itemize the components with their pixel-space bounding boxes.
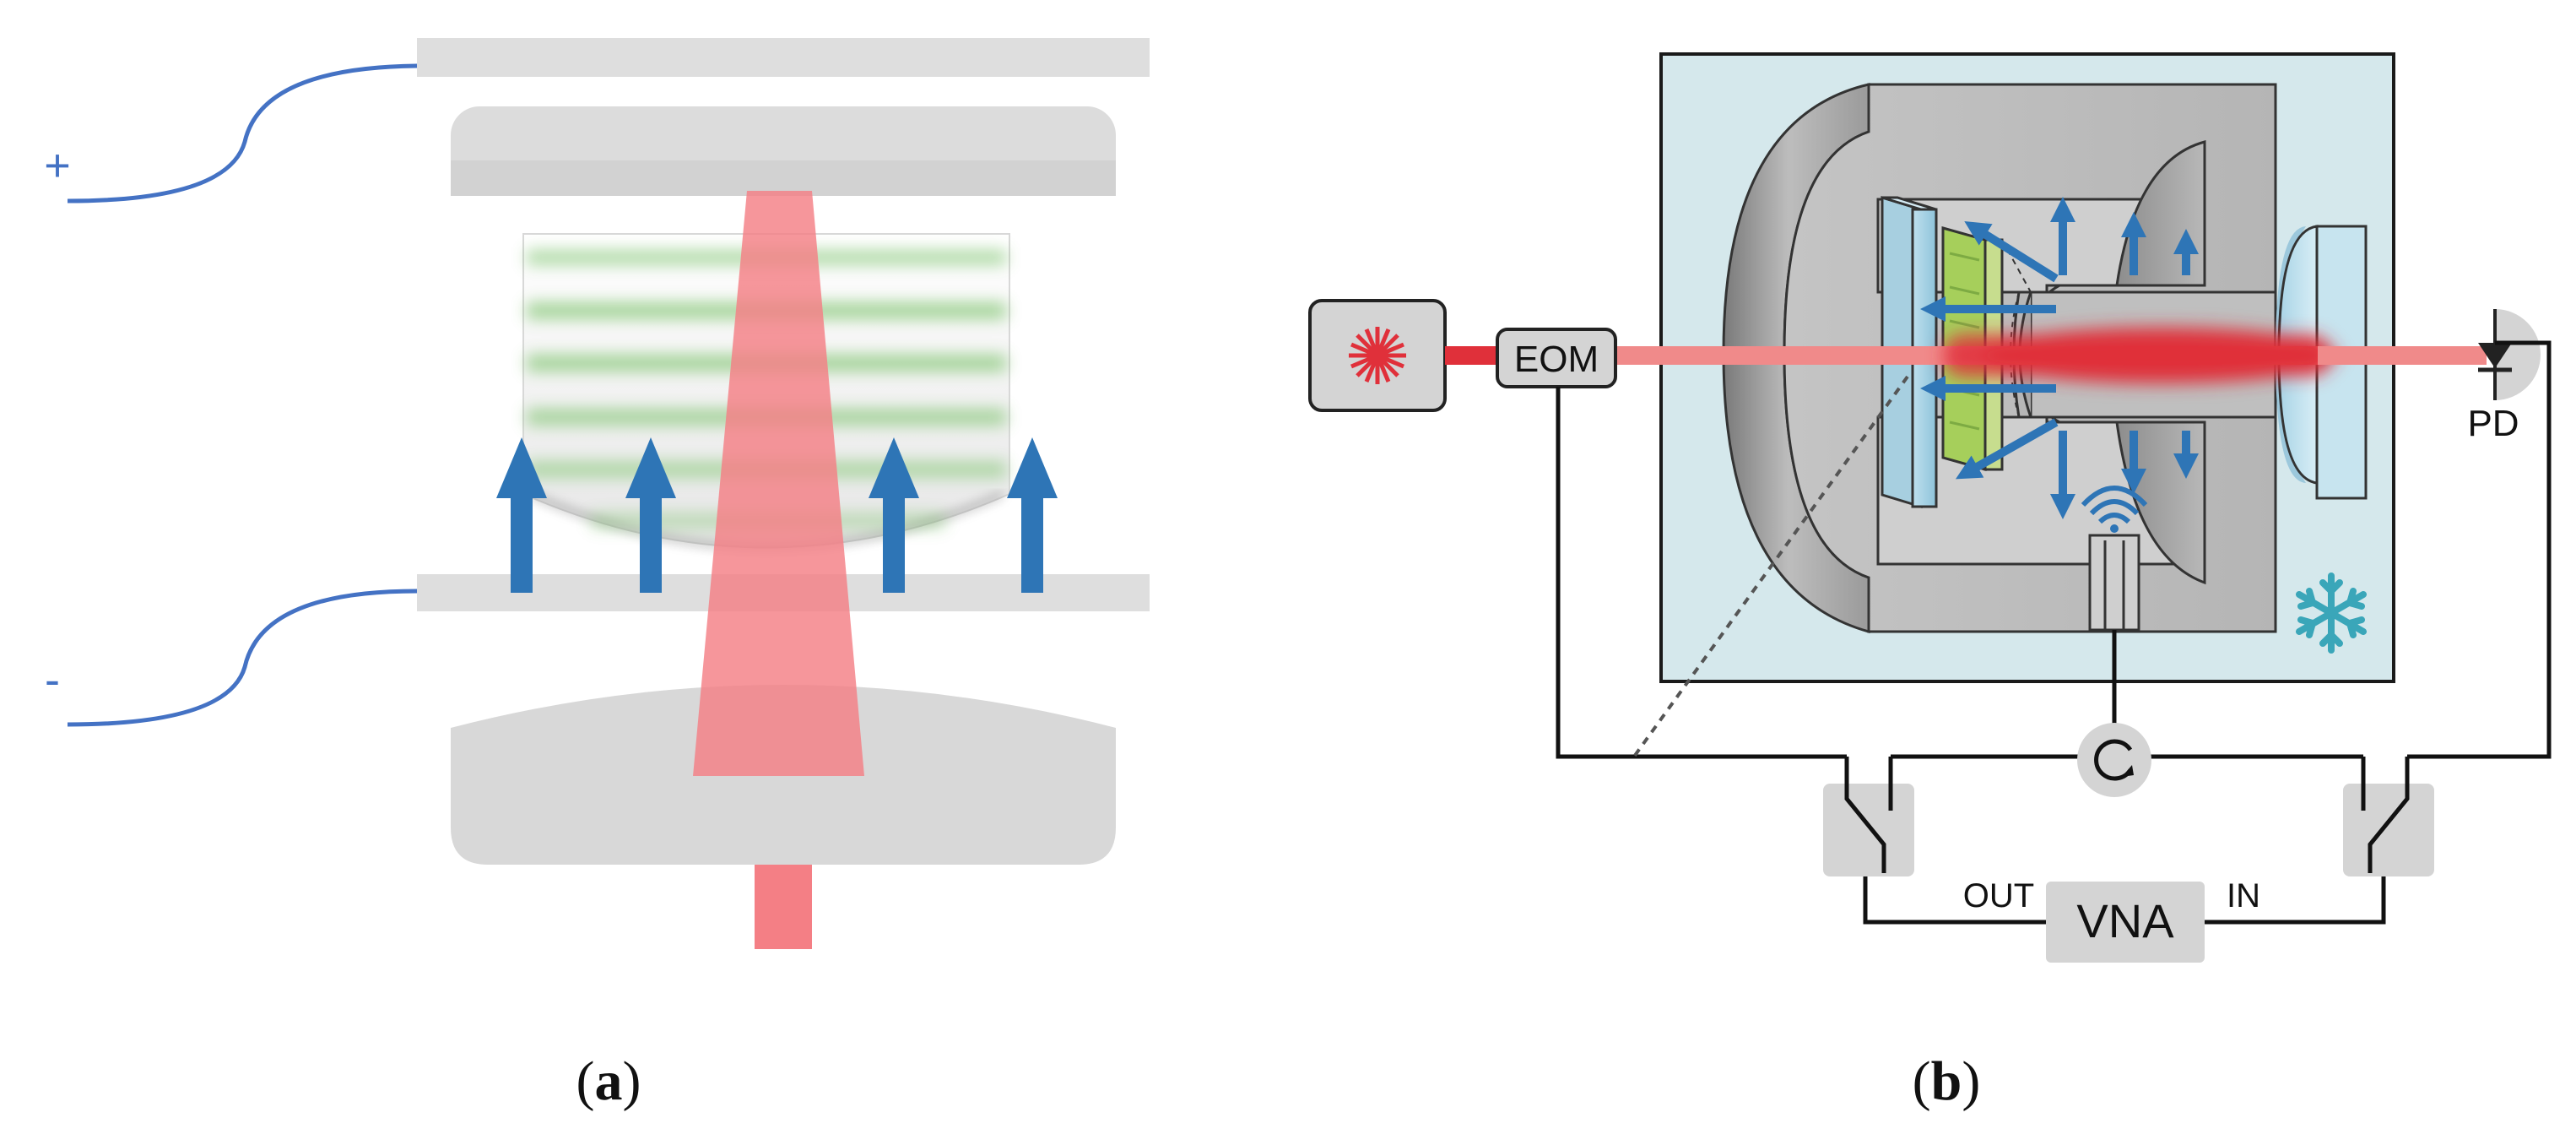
panel-a: + - (a) [44,38,1150,1112]
vna-out-label: OUT [1963,877,2034,914]
rf-wiring [1556,340,2552,925]
wire-plus [67,63,418,203]
eom-label: EOM [1514,339,1599,380]
wire-minus [67,589,418,727]
snowflake-icon [2296,572,2367,654]
vna-in-label: IN [2227,877,2260,914]
laser-input-beam [755,865,812,949]
caption-b: (b) [1913,1050,1981,1112]
caption-b-letter: b [1931,1050,1962,1112]
arrow-up-icon [1007,437,1058,593]
antenna-icon [2081,486,2148,533]
switch-left [1823,757,1914,876]
switch-icon [2343,784,2434,876]
field-arrows [496,437,1058,593]
electrode-minus-label: - [45,654,60,705]
caption-a-letter: a [595,1050,623,1112]
circulator-icon [2077,723,2151,797]
vna-label: VNA [2076,894,2174,947]
arrow-up-icon [625,437,676,593]
mirror-pointer-line [1632,375,1909,758]
caption-a: (a) [576,1050,641,1112]
photodiode-icon [2478,309,2541,400]
arrow-up-icon [869,437,919,593]
top-electrode-plate [417,38,1150,77]
pd-label: PD [2467,403,2519,444]
electrode-plus-label: + [44,140,71,191]
panel-b: EOM PD [1308,52,2552,1112]
antenna-feed [2088,534,2140,632]
laser-icon [1349,327,1406,384]
laser-beam-a [693,191,864,776]
switch-right [2343,757,2434,876]
switch-icon [1823,784,1914,876]
arrow-up-icon [496,437,547,593]
vna-box [2046,882,2205,963]
mode-arrows [1920,197,2199,519]
